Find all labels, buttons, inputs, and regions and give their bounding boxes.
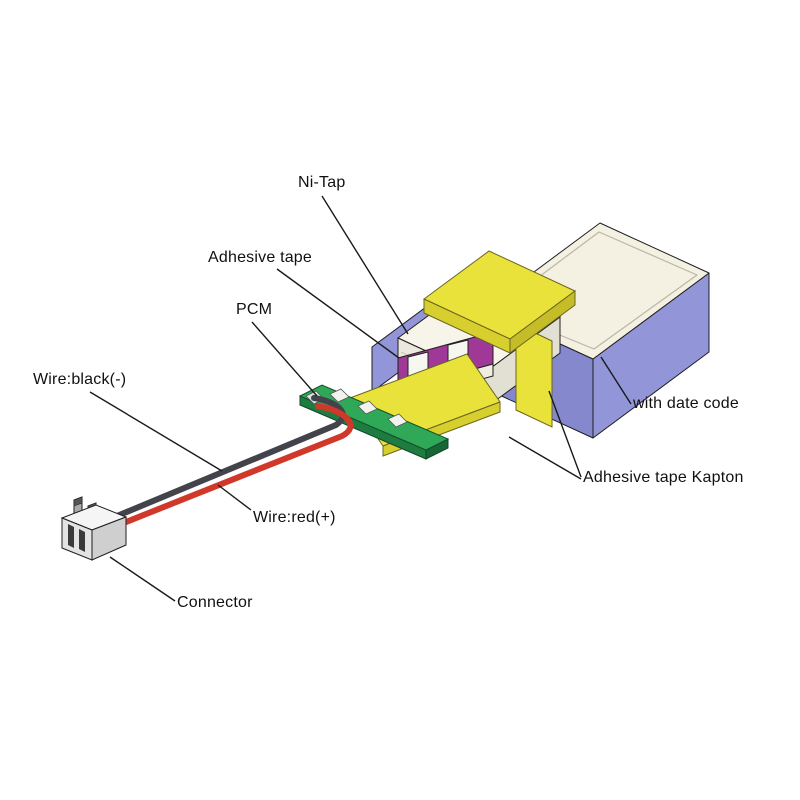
label-pcm: PCM <box>236 301 273 318</box>
label-adhesive-tape: Adhesive tape <box>208 249 313 266</box>
wires <box>114 395 354 527</box>
label-with-date-code: with date code <box>633 395 739 412</box>
label-ni-tap: Ni-Tap <box>298 174 346 191</box>
battery-top-rim <box>495 231 698 350</box>
kapton-end-tape <box>515 323 553 428</box>
wire-black <box>114 395 346 519</box>
label-wire-black: Wire:black(-) <box>33 371 127 388</box>
leader-date-code <box>600 356 632 405</box>
leader-lines <box>89 195 632 602</box>
connector-pin-tip <box>73 496 83 507</box>
kapton-top-tape <box>423 250 576 354</box>
leader-kapton-a <box>548 390 582 478</box>
pcm-component <box>357 400 378 415</box>
connector-slot <box>68 524 74 548</box>
leader-ni-tap <box>321 195 409 335</box>
kapton-top-right-face <box>509 290 576 354</box>
label-wire-red: Wire:red(+) <box>253 509 336 526</box>
leader-wire-red <box>217 484 252 511</box>
leader-kapton-b <box>508 436 582 480</box>
label-connector: Connector <box>177 594 253 611</box>
leader-pcm <box>251 321 318 397</box>
connector-housing <box>60 496 128 561</box>
pcm-component <box>387 413 408 428</box>
leader-adhesive-tape <box>276 268 400 359</box>
pcm-component <box>329 388 350 403</box>
kapton-end-strip <box>515 323 553 428</box>
connector-slot <box>79 529 85 552</box>
leader-connector <box>109 556 176 602</box>
leader-wire-black <box>89 391 223 472</box>
connector-right-face <box>91 516 127 561</box>
label-adhesive-tape-kapton: Adhesive tape Kapton <box>583 469 744 486</box>
wire-red <box>118 403 354 527</box>
